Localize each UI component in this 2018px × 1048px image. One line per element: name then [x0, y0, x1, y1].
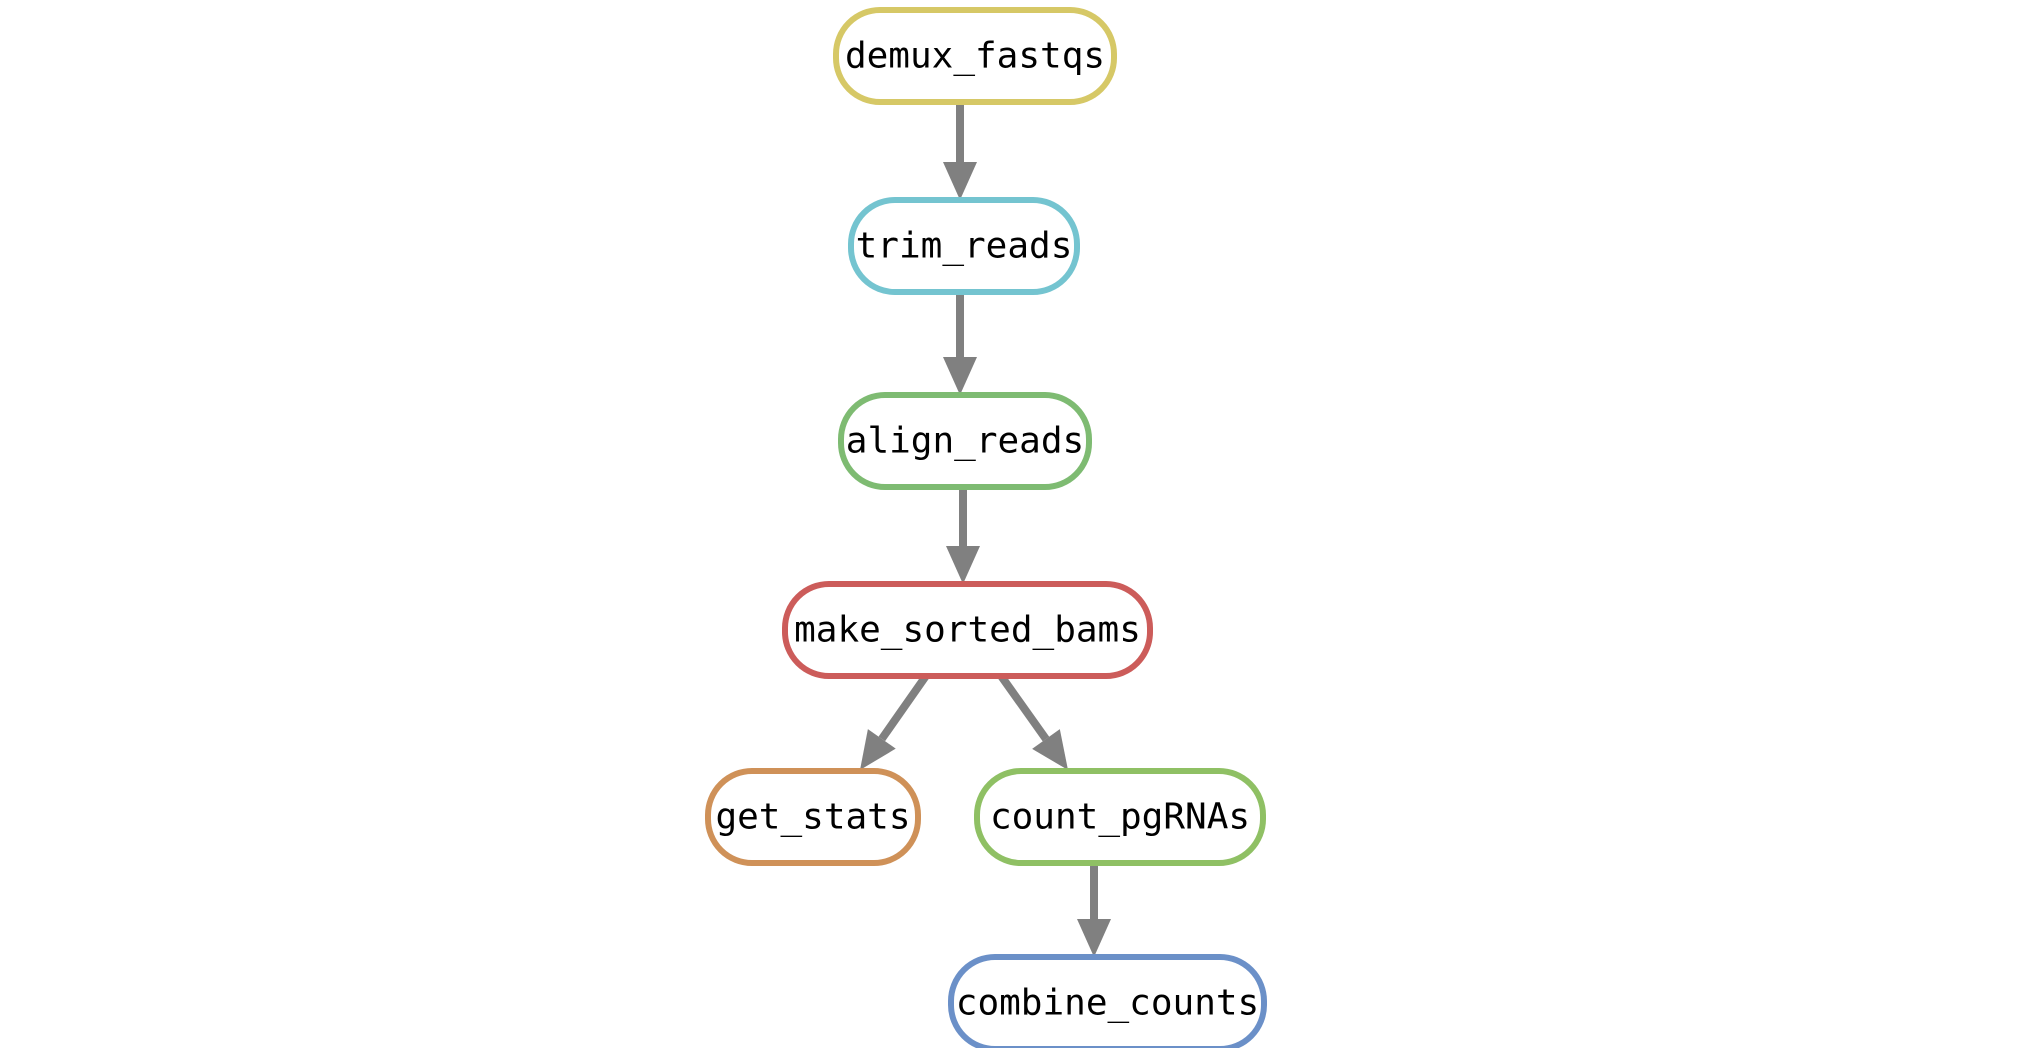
edge-make_sorted_bams-to-count_pgRNAs [995, 670, 1068, 770]
arrowhead-icon [946, 546, 980, 584]
node-box [838, 392, 1092, 490]
node-box [782, 581, 1153, 679]
node-box [833, 7, 1117, 105]
arrowhead-icon [1077, 919, 1111, 957]
node-box [848, 197, 1080, 295]
edge-trim_reads-to-align_reads [943, 292, 977, 395]
node-align-reads: align_reads [838, 392, 1092, 490]
dag-nodes: demux_fastqs trim_reads align_reads make_so… [705, 7, 1267, 1048]
node-get-stats: get_stats [705, 768, 921, 866]
node-label: get_stats [715, 797, 910, 838]
node-make-sorted-bams: make_sorted_bams [782, 581, 1153, 679]
node-label: combine_counts [956, 983, 1259, 1024]
node-box [948, 954, 1267, 1048]
edge-make_sorted_bams-to-get_stats [860, 670, 932, 770]
node-box [705, 768, 921, 866]
arrowhead-icon [943, 357, 977, 395]
node-label: count_pgRNAs [990, 797, 1250, 838]
arrowhead-icon [860, 729, 896, 770]
edge-line [878, 670, 932, 742]
node-label: make_sorted_bams [794, 610, 1141, 651]
node-label: demux_fastqs [845, 36, 1105, 77]
node-combine-counts: combine_counts [948, 954, 1267, 1048]
edge-line [995, 670, 1050, 742]
arrowhead-icon [1032, 729, 1068, 770]
node-trim-reads: trim_reads [848, 197, 1080, 295]
node-demux-fastqs: demux_fastqs [833, 7, 1117, 105]
dag-edges [860, 102, 1111, 957]
edge-demux_fastqs-to-trim_reads [943, 102, 977, 200]
edge-count_pgRNAs-to-combine_counts [1077, 860, 1111, 957]
node-count-pgRNAs: count_pgRNAs [974, 768, 1266, 866]
node-label: trim_reads [856, 226, 1073, 267]
arrowhead-icon [943, 162, 977, 200]
node-label: align_reads [846, 421, 1084, 462]
edge-align_reads-to-make_sorted_bams [946, 487, 980, 584]
node-box [974, 768, 1266, 866]
